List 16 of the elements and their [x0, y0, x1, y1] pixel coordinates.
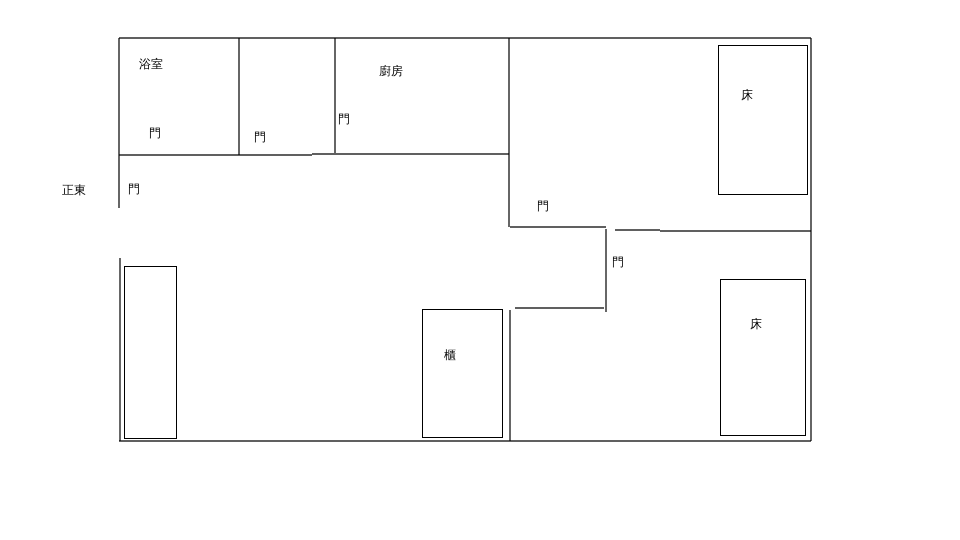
bed: [718, 45, 808, 195]
furniture-label: 床: [741, 89, 753, 102]
furniture-label: 床: [750, 318, 762, 332]
direction-label: 正東: [62, 184, 86, 198]
room-label: 廚房: [379, 65, 403, 78]
empty-box: [124, 266, 177, 439]
door-label: 門: [537, 200, 549, 214]
furniture-label: 櫃: [444, 349, 456, 362]
door-label: 門: [612, 256, 624, 270]
door-label: 門: [149, 127, 161, 140]
door-label: 門: [338, 113, 350, 126]
door-label: 門: [128, 183, 140, 196]
cabinet: [422, 309, 503, 438]
room-label: 浴室: [139, 58, 163, 72]
door-label: 門: [254, 131, 266, 144]
bed: [720, 279, 806, 436]
